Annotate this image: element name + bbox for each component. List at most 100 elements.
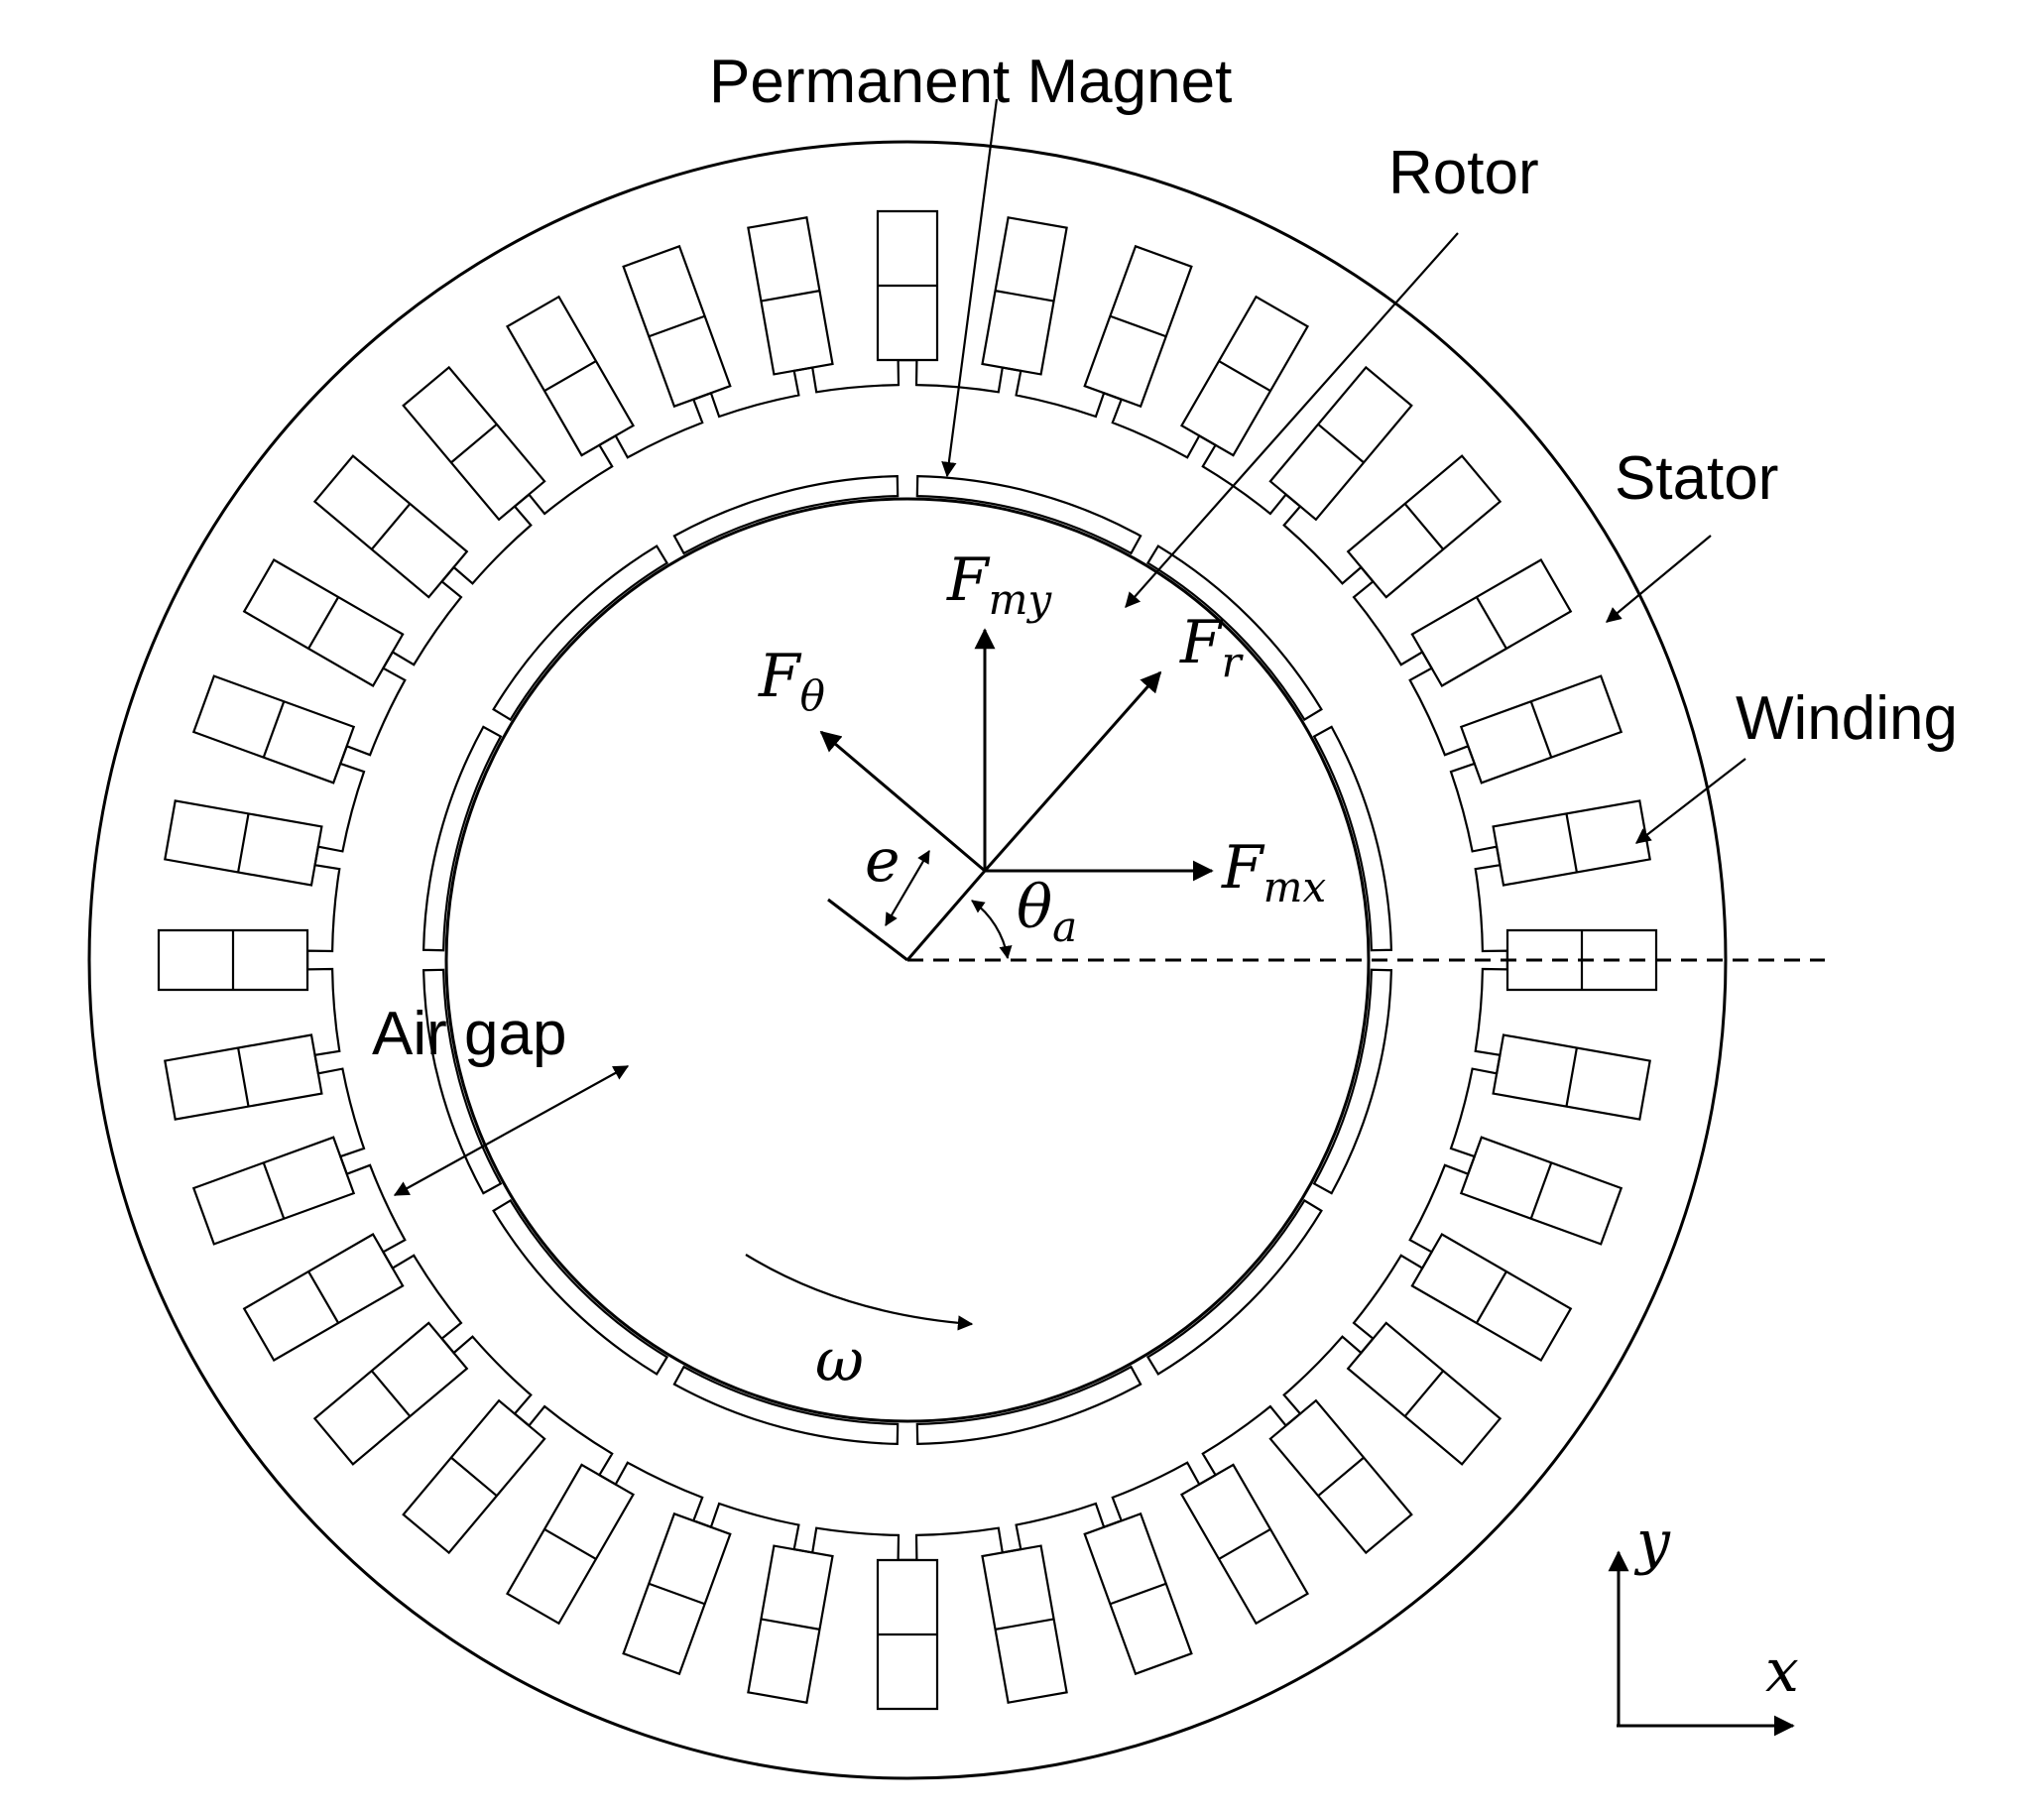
rotor-leader xyxy=(1125,232,1459,608)
rotation-arrow xyxy=(745,1254,974,1331)
eccentricity-label: e xyxy=(865,826,901,896)
stator-slot xyxy=(747,216,834,376)
permanent-magnet-label: Permanent Magnet xyxy=(709,48,1232,116)
f-my-label: Fmy xyxy=(946,545,1052,624)
permanent-magnet-segment xyxy=(492,544,669,722)
stator-slot xyxy=(312,1321,469,1466)
winding-leader xyxy=(1634,758,1746,844)
winding-layer-divider xyxy=(648,1582,705,1606)
theta-a-label: θa xyxy=(1017,873,1077,951)
rotor-center-link xyxy=(905,870,987,961)
winding-layer-divider xyxy=(995,290,1054,302)
stator-slot xyxy=(164,1033,323,1121)
theta-a-arc xyxy=(971,900,1013,960)
permanent-magnet-segment xyxy=(1312,725,1393,952)
stator-slot xyxy=(1268,1398,1413,1555)
f-theta-label: Fθ xyxy=(758,642,825,720)
stator-slot xyxy=(622,1512,732,1676)
stator-slot xyxy=(505,1463,636,1626)
stator-label: Stator xyxy=(1615,444,1778,513)
stator-slot xyxy=(191,1136,356,1246)
winding-layer-divider xyxy=(1565,813,1578,873)
stator-slot xyxy=(1268,365,1413,522)
stator-slot xyxy=(1083,244,1193,409)
slot-outline xyxy=(1179,1463,1310,1626)
permanent-magnet-segment xyxy=(421,725,503,952)
winding-label: Winding xyxy=(1736,684,1958,753)
winding-layer-divider xyxy=(543,360,597,393)
slot-outline xyxy=(876,209,939,362)
winding-layer-divider xyxy=(262,1162,286,1220)
permanent-magnet-leader xyxy=(941,98,999,478)
slot-outline xyxy=(1346,1321,1503,1466)
slot-outline xyxy=(191,1136,356,1246)
stator-slot xyxy=(1179,1463,1310,1626)
stator-slot xyxy=(191,674,356,785)
winding-layer-divider xyxy=(1218,1527,1271,1560)
slot-outline xyxy=(747,1544,834,1704)
stator-slot xyxy=(1179,295,1310,457)
winding-layer-divider xyxy=(307,596,340,650)
slot-outline xyxy=(191,674,356,785)
permanent-magnet-segment xyxy=(1145,544,1323,722)
slot-outline xyxy=(505,295,636,457)
permanent-magnet-segment xyxy=(915,1365,1142,1446)
winding-layer-divider xyxy=(1529,700,1553,758)
slot-outline xyxy=(747,216,834,376)
stator-slot xyxy=(1459,674,1623,785)
stator-slot xyxy=(242,1232,405,1363)
winding-layer-divider xyxy=(307,1270,340,1324)
stator-bore-outline xyxy=(306,359,1508,1561)
permanent-magnet-segment xyxy=(1145,1198,1323,1376)
winding-layer-divider xyxy=(995,1618,1054,1631)
stator-slot xyxy=(876,1558,939,1711)
stator-slot xyxy=(242,557,405,688)
f-r-arrow xyxy=(983,670,1162,872)
permanent-magnet-segment xyxy=(672,1365,900,1446)
slot-outline xyxy=(164,1033,323,1121)
slot-outline xyxy=(1083,244,1193,409)
winding-layer-divider xyxy=(761,290,820,302)
slot-outline xyxy=(1346,454,1503,599)
winding-layer-divider xyxy=(648,314,705,338)
winding-layer-divider xyxy=(1317,1456,1365,1498)
slot-outline xyxy=(1268,1398,1413,1555)
winding-layer-divider xyxy=(450,1456,498,1498)
stator-slot xyxy=(1410,557,1573,688)
rotor-label: Rotor xyxy=(1388,139,1539,207)
stator-slot xyxy=(402,365,546,522)
winding-layer-divider xyxy=(1403,503,1445,550)
slot-outline xyxy=(1268,365,1413,522)
winding-layer-divider xyxy=(1529,1162,1553,1220)
slot-outline xyxy=(1492,1033,1651,1121)
winding-layer-divider xyxy=(1218,360,1271,393)
winding-layer-divider xyxy=(237,1047,250,1107)
winding-layer-divider xyxy=(370,503,412,550)
stator-slot xyxy=(876,209,939,362)
stator-center-link xyxy=(827,898,908,962)
slot-outline xyxy=(312,454,469,599)
stator-slot xyxy=(981,216,1068,376)
f-r-label: Fr xyxy=(1179,608,1245,686)
stator-slot xyxy=(164,799,323,887)
stator-slot xyxy=(312,454,469,599)
permanent-magnet-segment xyxy=(915,474,1142,555)
slot-outline xyxy=(981,1544,1068,1704)
stator-slot xyxy=(1346,1321,1503,1466)
omega-label: ω xyxy=(815,1326,864,1395)
winding-layer-divider xyxy=(450,423,498,464)
air-gap-label: Air gap xyxy=(372,1000,566,1068)
stator-slot xyxy=(1410,1232,1573,1363)
slot-outline xyxy=(876,1558,939,1711)
winding-layer-divider xyxy=(237,813,250,873)
slot-outline xyxy=(1410,557,1573,688)
stator-slot xyxy=(622,244,732,409)
slot-outline xyxy=(242,557,405,688)
eccentricity-arrow xyxy=(885,850,930,926)
stator-slot xyxy=(747,1544,834,1704)
stator-slot xyxy=(1346,454,1503,599)
winding-layer-divider xyxy=(1475,596,1507,650)
stator-slot xyxy=(1492,799,1651,887)
winding-layer-divider xyxy=(1565,1047,1578,1107)
winding-layer-divider xyxy=(1110,1582,1167,1606)
